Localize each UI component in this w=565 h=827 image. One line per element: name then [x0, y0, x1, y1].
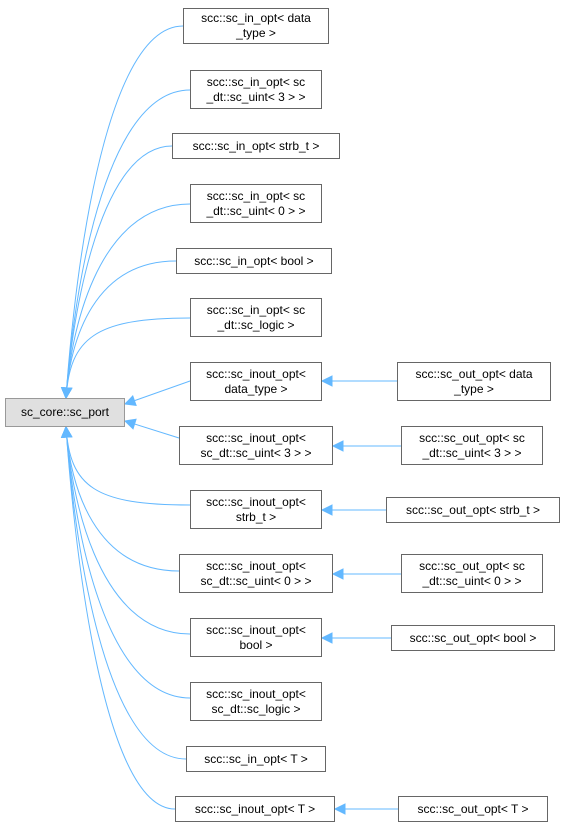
node-label: scc::sc_out_opt< data _type > [415, 366, 533, 396]
node-sc-out-opt-sc-uint-0[interactable]: scc::sc_out_opt< sc _dt::sc_uint< 0 > > [401, 554, 543, 593]
node-sc-in-opt-bool[interactable]: scc::sc_in_opt< bool > [176, 248, 332, 274]
node-label: scc::sc_out_opt< sc _dt::sc_uint< 3 > > [419, 430, 525, 460]
node-sc-in-opt-sc-uint-0[interactable]: scc::sc_in_opt< sc _dt::sc_uint< 0 > > [190, 184, 322, 223]
node-label: scc::sc_out_opt< bool > [409, 630, 537, 645]
node-label: scc::sc_out_opt< strb_t > [405, 502, 541, 517]
edge-inout-logic [65, 426, 191, 699]
node-sc-out-opt-strb-t[interactable]: scc::sc_out_opt< strb_t > [386, 497, 560, 523]
node-sc-out-opt-bool[interactable]: scc::sc_out_opt< bool > [391, 625, 555, 651]
node-label: scc::sc_inout_opt< sc_dt::sc_uint< 3 > > [200, 430, 312, 460]
node-label: scc::sc_in_opt< bool > [194, 253, 314, 268]
edge-in-logic-arrowhead [60, 387, 73, 400]
edge-out-bool-arrowhead [320, 632, 333, 644]
node-label: scc::sc_inout_opt< sc_dt::sc_logic > [206, 686, 306, 716]
node-label: scc::sc_in_opt< sc _dt::sc_uint< 3 > > [206, 74, 306, 104]
node-sc-in-opt-sc-uint-3[interactable]: scc::sc_in_opt< sc _dt::sc_uint< 3 > > [190, 70, 322, 109]
node-sc-inout-opt-t[interactable]: scc::sc_inout_opt< T > [175, 796, 335, 822]
node-label: sc_core::sc_port [20, 405, 110, 419]
node-label: scc::sc_out_opt< sc _dt::sc_uint< 0 > > [419, 558, 525, 588]
edge-in-logic [65, 317, 191, 399]
edge-out-strb-arrowhead [320, 504, 333, 516]
node-label: scc::sc_inout_opt< bool > [206, 622, 306, 652]
edge-in-data [65, 25, 184, 399]
node-sc-inout-opt-sc-logic[interactable]: scc::sc_inout_opt< sc_dt::sc_logic > [190, 682, 322, 721]
node-sc-in-opt-data-type[interactable]: scc::sc_in_opt< data _type > [183, 8, 329, 44]
node-label: scc::sc_inout_opt< T > [194, 801, 316, 816]
edge-inout-t [65, 426, 176, 810]
edge-inout-bool [65, 426, 191, 635]
node-label: scc::sc_in_opt< data _type > [201, 11, 311, 40]
node-sc-out-opt-data-type[interactable]: scc::sc_out_opt< data _type > [397, 362, 551, 401]
edge-out-t-arrowhead [333, 803, 346, 815]
node-sc-in-opt-strb-t[interactable]: scc::sc_in_opt< strb_t > [172, 133, 340, 159]
node-sc-in-opt-t[interactable]: scc::sc_in_opt< T > [186, 746, 326, 772]
edge-in-bool [65, 260, 177, 399]
node-sc-inout-opt-sc-uint-3[interactable]: scc::sc_inout_opt< sc_dt::sc_uint< 3 > > [179, 426, 333, 465]
node-sc-inout-opt-data-type[interactable]: scc::sc_inout_opt< data_type > [190, 362, 322, 401]
node-sc-inout-opt-sc-uint-0[interactable]: scc::sc_inout_opt< sc_dt::sc_uint< 0 > > [179, 554, 333, 593]
node-label: scc::sc_inout_opt< sc_dt::sc_uint< 0 > > [200, 558, 312, 588]
edge-inout-strb [65, 426, 191, 506]
node-label: scc::sc_inout_opt< strb_t > [206, 494, 306, 524]
node-sc-port[interactable]: sc_core::sc_port [5, 398, 125, 427]
edge-inout-uint3-arrowhead [123, 418, 137, 430]
node-sc-in-opt-sc-logic[interactable]: scc::sc_in_opt< sc _dt::sc_logic > [190, 298, 322, 337]
node-sc-out-opt-t[interactable]: scc::sc_out_opt< T > [398, 796, 548, 822]
node-label: scc::sc_in_opt< T > [204, 751, 308, 766]
node-label: scc::sc_inout_opt< data_type > [206, 366, 306, 396]
node-label: scc::sc_in_opt< sc _dt::sc_logic > [206, 302, 306, 332]
edge-inout-uint0 [65, 426, 180, 572]
edge-inout-t-arrowhead [60, 425, 73, 438]
edge-out-uint3-arrowhead [331, 440, 344, 452]
node-label: scc::sc_in_opt< sc _dt::sc_uint< 0 > > [206, 188, 306, 218]
edge-out-uint0-arrowhead [331, 568, 344, 580]
edge-inout-data [124, 380, 191, 405]
edge-inout-data-arrowhead [123, 395, 137, 406]
node-sc-out-opt-sc-uint-3[interactable]: scc::sc_out_opt< sc _dt::sc_uint< 3 > > [401, 426, 543, 465]
node-label: scc::sc_in_opt< strb_t > [192, 138, 320, 153]
node-sc-inout-opt-bool[interactable]: scc::sc_inout_opt< bool > [190, 618, 322, 657]
node-sc-inout-opt-strb-t[interactable]: scc::sc_inout_opt< strb_t > [190, 490, 322, 529]
node-label: scc::sc_out_opt< T > [417, 801, 529, 816]
edge-out-data-arrowhead [320, 375, 333, 387]
